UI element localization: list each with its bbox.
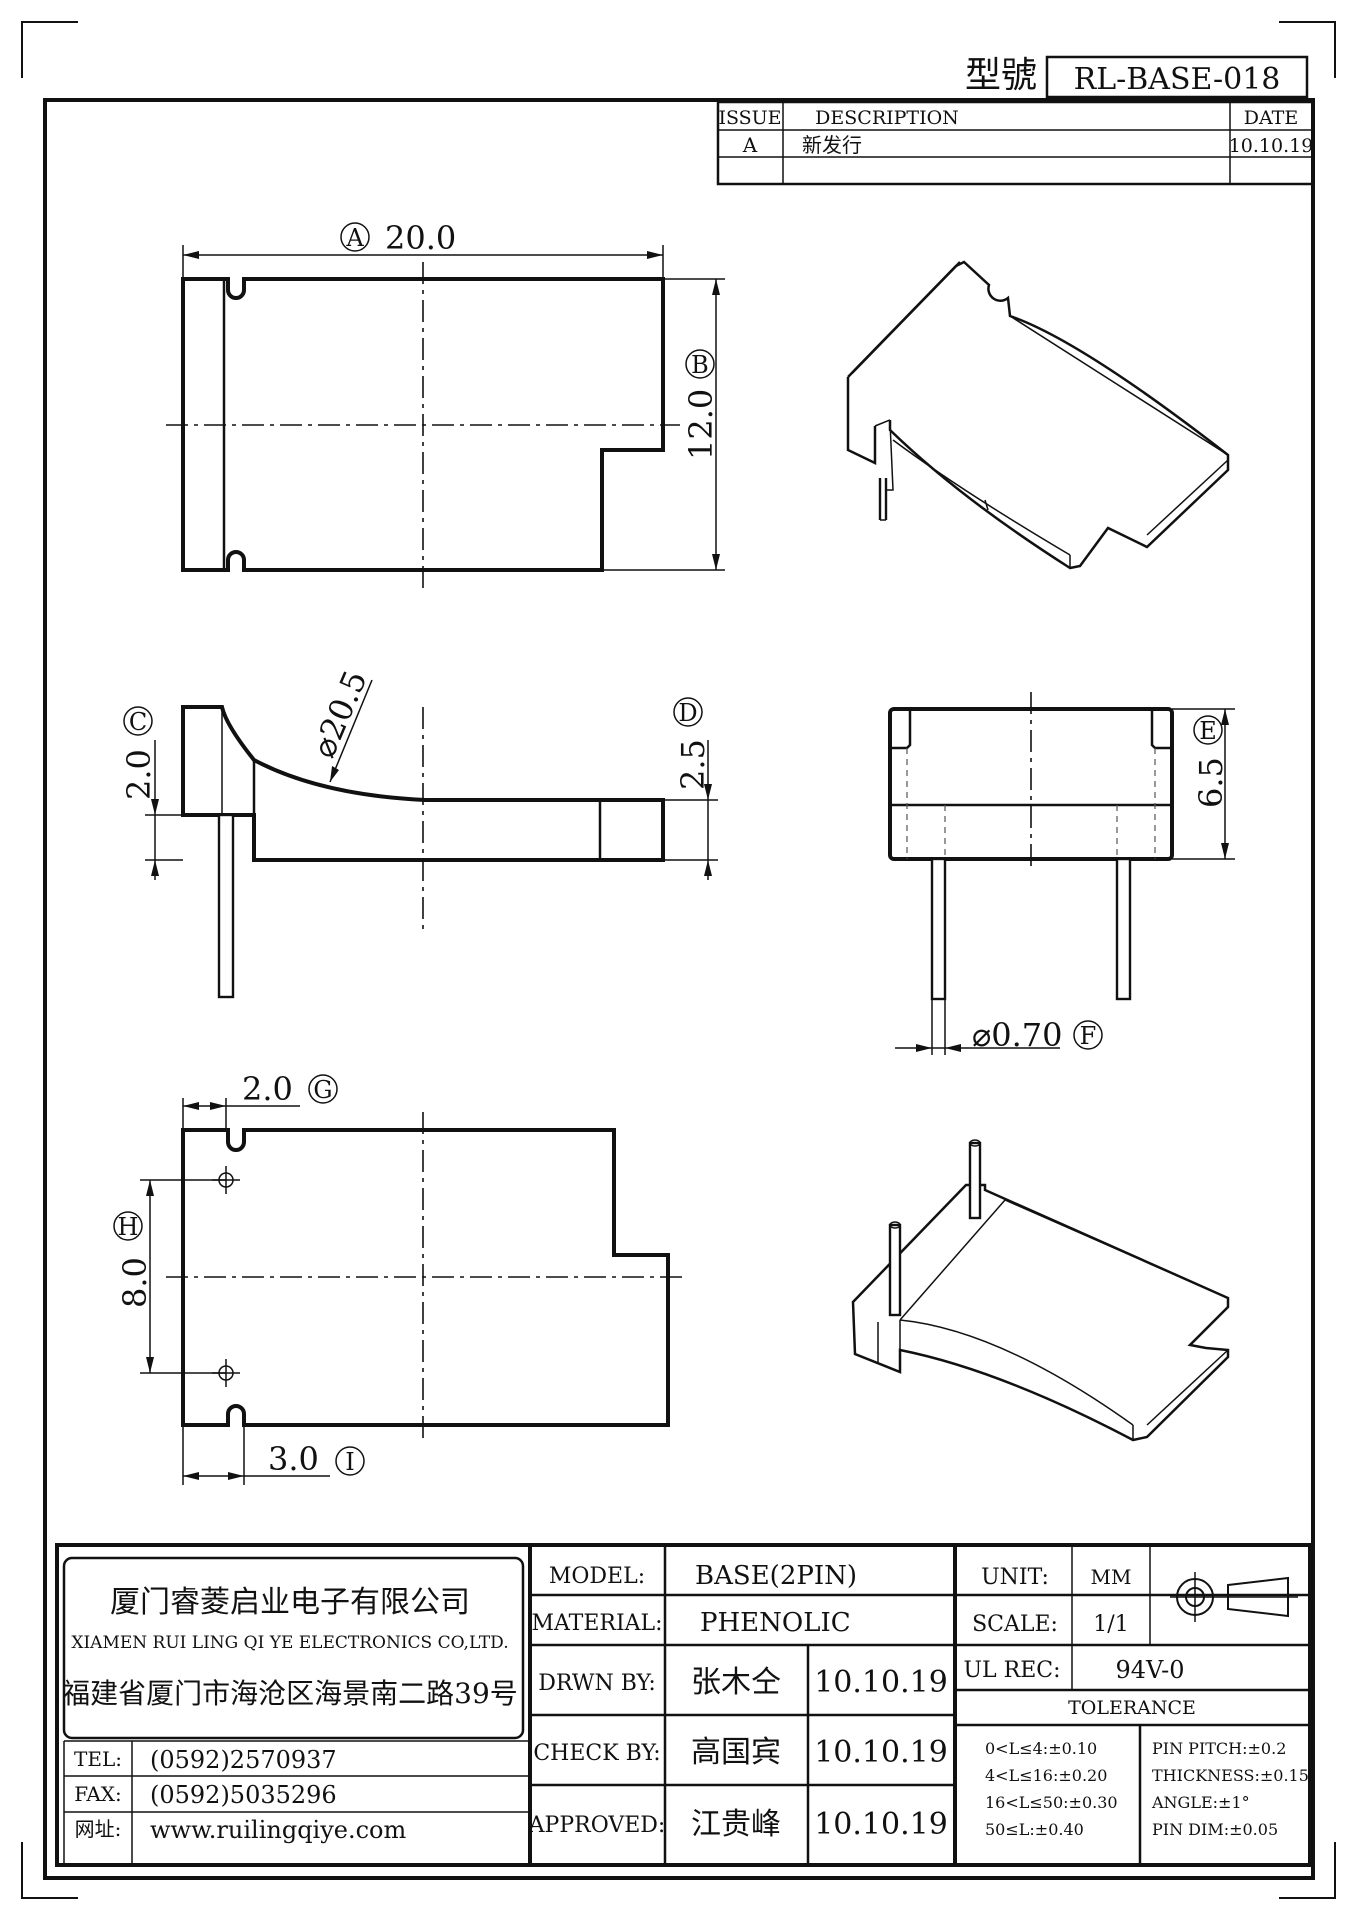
ul-label: UL REC: (963, 1658, 1060, 1683)
fax-label: FAX: (74, 1782, 122, 1806)
sheet-border (43, 98, 1315, 1880)
top-view: A 20.0 B 12.0 (166, 219, 725, 588)
drawn-by: 张木仝 (691, 1665, 781, 1700)
drawn-date: 10.10.19 (814, 1665, 948, 1700)
dim-radius: ⌀20.5 (304, 665, 374, 763)
tolerance-label: TOLERANCE (1068, 1697, 1196, 1719)
model-number: RL-BASE-018 (1074, 62, 1281, 97)
web-label: 网址: (75, 1817, 122, 1841)
dim-tag-e: E (1199, 717, 1217, 745)
dim-tag-d: D (678, 699, 697, 727)
dim-tag-c: C (129, 708, 147, 736)
rev-issue: A (742, 133, 758, 157)
tolerance-left-1: 0<L≤4:±0.10 (985, 1739, 1097, 1758)
rev-date: 10.10.19 (1229, 135, 1314, 157)
tel-value: (0592)2570937 (150, 1746, 337, 1774)
material-label: MATERIAL: (531, 1611, 662, 1636)
dim-value-b: 12.0 (682, 389, 720, 460)
fax-value: (0592)5035296 (150, 1781, 337, 1809)
tolerance-left-2: 4<L≤16:±0.20 (985, 1766, 1107, 1785)
dim-value-i: 3.0 (268, 1440, 319, 1478)
drawn-label: DRWN BY: (538, 1671, 656, 1696)
tolerance-left-3: 16<L≤50:±0.30 (985, 1793, 1118, 1812)
projection-symbol-icon (1170, 1572, 1298, 1622)
dim-tag-b: B (691, 351, 709, 379)
dim-tag-a: A (345, 224, 364, 252)
dim-tag-i: I (345, 1448, 354, 1476)
ul-value: 94V-0 (1115, 1656, 1184, 1684)
dim-value-d: 2.5 (674, 739, 712, 790)
company-address: 福建省厦门市海沧区海景南二路39号 (62, 1677, 518, 1710)
rev-description-header: DESCRIPTION (815, 107, 959, 129)
isometric-view-top (846, 260, 1230, 570)
dim-value-g: 2.0 (242, 1070, 293, 1108)
approved-date: 10.10.19 (814, 1807, 948, 1842)
rev-issue-header: ISSUE (718, 107, 781, 129)
front-view: E 6.5 ⌀0.70 F (888, 692, 1235, 1055)
model-field-value: BASE(2PIN) (695, 1561, 857, 1591)
rev-description: 新发行 (802, 133, 862, 157)
model-label: 型號 (965, 55, 1037, 96)
approved-label: APPROVED: (528, 1813, 666, 1838)
check-label: CHECK BY: (533, 1741, 660, 1766)
dim-value-h: 8.0 (116, 1257, 154, 1308)
tolerance-right-1: PIN PITCH:±0.2 (1152, 1739, 1286, 1758)
unit-value: MM (1091, 1565, 1132, 1589)
scale-value: 1/1 (1093, 1612, 1128, 1637)
rev-date-header: DATE (1244, 107, 1298, 129)
dim-value-f: ⌀0.70 (972, 1016, 1063, 1054)
dim-value-a: 20.0 (385, 219, 456, 257)
approved-by: 江贵峰 (691, 1807, 781, 1842)
tolerance-right-4: PIN DIM:±0.05 (1152, 1820, 1278, 1839)
revision-table: ISSUE DESCRIPTION DATE A 新发行 10.10.19 (716, 100, 1315, 186)
tolerance-right-3: ANGLE:±1° (1151, 1793, 1250, 1812)
check-by: 高国宾 (691, 1735, 781, 1770)
dim-value-c: 2.0 (120, 749, 158, 800)
scale-label: SCALE: (972, 1612, 1058, 1637)
model-field-label: MODEL: (549, 1564, 645, 1589)
title-block: 厦门睿菱启业电子有限公司 XIAMEN RUI LING QI YE ELECT… (55, 1543, 1312, 1867)
check-date: 10.10.19 (814, 1735, 948, 1770)
crop-marks (21, 21, 1336, 1899)
web-value: www.ruilingqiye.com (150, 1816, 407, 1844)
company-name-en: XIAMEN RUI LING QI YE ELECTRONICS CO,LTD… (71, 1633, 508, 1653)
dim-value-e: 6.5 (1192, 757, 1230, 808)
unit-label: UNIT: (981, 1565, 1049, 1590)
dim-tag-g: G (313, 1076, 332, 1104)
bottom-view: 2.0 G H 8.0 3.0 I (113, 1070, 686, 1485)
tolerance-right-2: THICKNESS:±0.15 (1152, 1766, 1309, 1785)
isometric-view-bottom (851, 1139, 1230, 1442)
company-name-cn: 厦门睿菱启业电子有限公司 (110, 1585, 470, 1620)
model-header: 型號 RL-BASE-018 (965, 55, 1309, 99)
dim-tag-f: F (1080, 1022, 1097, 1050)
tel-label: TEL: (74, 1747, 122, 1771)
dim-tag-h: H (118, 1213, 139, 1241)
material-value: PHENOLIC (700, 1608, 851, 1638)
side-view: C 2.0 ⌀20.5 D 2.5 (120, 665, 718, 999)
tolerance-left-4: 50≤L:±0.40 (985, 1820, 1084, 1839)
